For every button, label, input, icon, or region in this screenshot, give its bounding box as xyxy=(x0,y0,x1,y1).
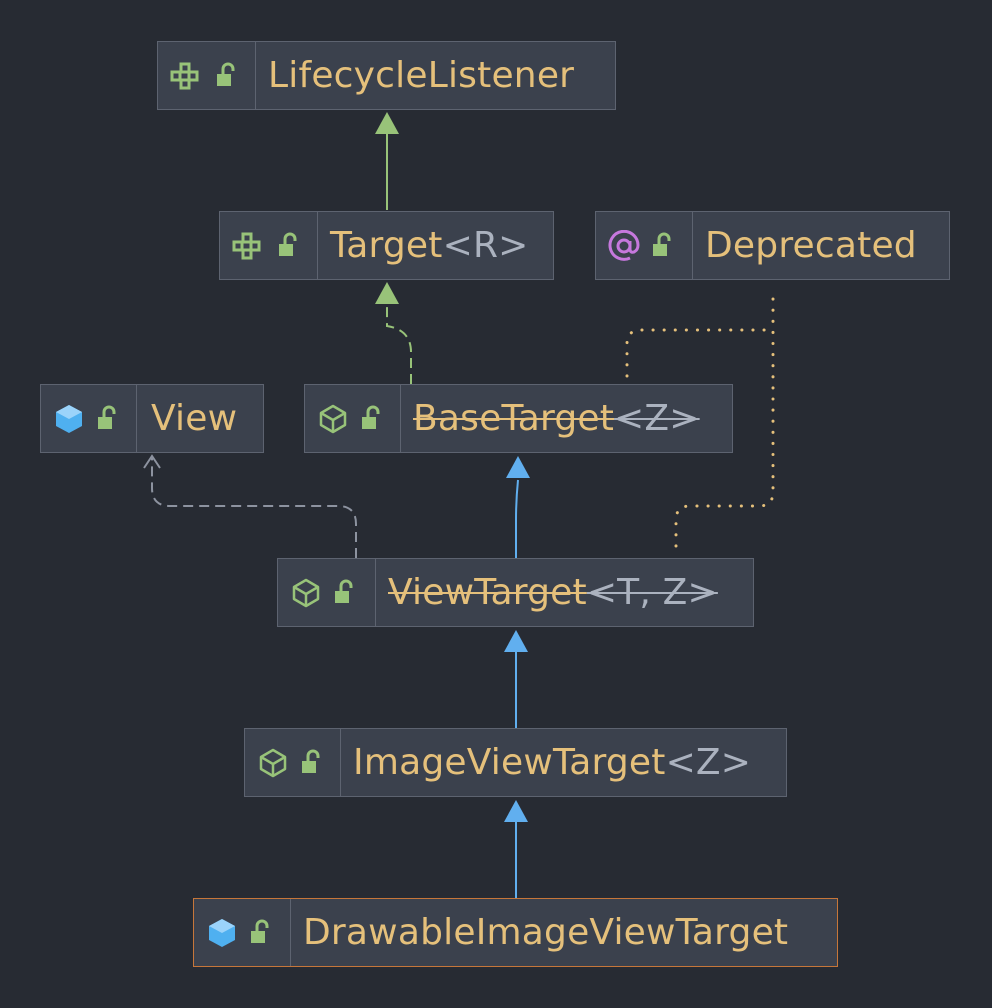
class-icon xyxy=(53,403,85,435)
public-lock-icon xyxy=(276,232,300,260)
public-lock-icon xyxy=(248,919,272,947)
node-lifecycle-listener[interactable]: LifecycleListener xyxy=(157,41,616,110)
node-icons xyxy=(158,42,256,109)
node-title: ImageViewTarget<Z> xyxy=(353,742,752,783)
node-icons xyxy=(220,212,318,279)
node-icons xyxy=(305,385,401,452)
node-target[interactable]: Target<R> xyxy=(219,211,554,280)
edge-viewtarget-annotated-deprecated xyxy=(674,290,775,548)
node-title: DrawableImageViewTarget xyxy=(303,912,789,953)
abstract-class-icon xyxy=(317,403,349,435)
node-deprecated[interactable]: Deprecated xyxy=(595,211,950,280)
edge-imageviewtarget-extends-viewtarget xyxy=(504,630,528,728)
node-image-view-target[interactable]: ImageViewTarget<Z> xyxy=(244,728,787,797)
public-lock-icon xyxy=(650,232,674,260)
node-title: ViewTarget<T, Z> xyxy=(388,572,718,613)
node-icons xyxy=(194,899,291,966)
interface-icon xyxy=(232,232,268,260)
public-lock-icon xyxy=(332,579,356,607)
edge-drawable-extends-imageviewtarget xyxy=(504,800,528,898)
public-lock-icon xyxy=(214,62,238,90)
node-title: View xyxy=(151,398,238,439)
public-lock-icon xyxy=(299,749,323,777)
edge-target-extends-lifecyclelistener xyxy=(375,112,399,210)
edge-basetarget-implements-target xyxy=(375,282,412,384)
node-view-target[interactable]: ViewTarget<T, Z> xyxy=(277,558,754,627)
node-icons xyxy=(278,559,376,626)
interface-icon xyxy=(170,62,206,90)
edge-viewtarget-depends-view xyxy=(143,454,357,558)
node-title: Target<R> xyxy=(330,225,529,266)
abstract-class-icon xyxy=(290,577,322,609)
class-icon xyxy=(206,917,238,949)
node-title: Deprecated xyxy=(705,225,917,266)
public-lock-icon xyxy=(95,405,119,433)
public-lock-icon xyxy=(359,405,383,433)
annotation-icon xyxy=(608,229,640,262)
node-icons xyxy=(41,385,137,452)
node-drawable-image-view-target[interactable]: DrawableImageViewTarget xyxy=(193,898,838,967)
node-view[interactable]: View xyxy=(40,384,264,453)
node-icons xyxy=(245,729,341,796)
node-icons xyxy=(596,212,693,279)
abstract-class-icon xyxy=(257,747,289,779)
node-title: LifecycleListener xyxy=(268,55,575,96)
node-base-target[interactable]: BaseTarget<Z> xyxy=(304,384,733,453)
edge-basetarget-annotated-deprecated xyxy=(625,328,775,378)
edge-viewtarget-extends-basetarget xyxy=(506,456,530,558)
node-title: BaseTarget<Z> xyxy=(413,398,700,439)
